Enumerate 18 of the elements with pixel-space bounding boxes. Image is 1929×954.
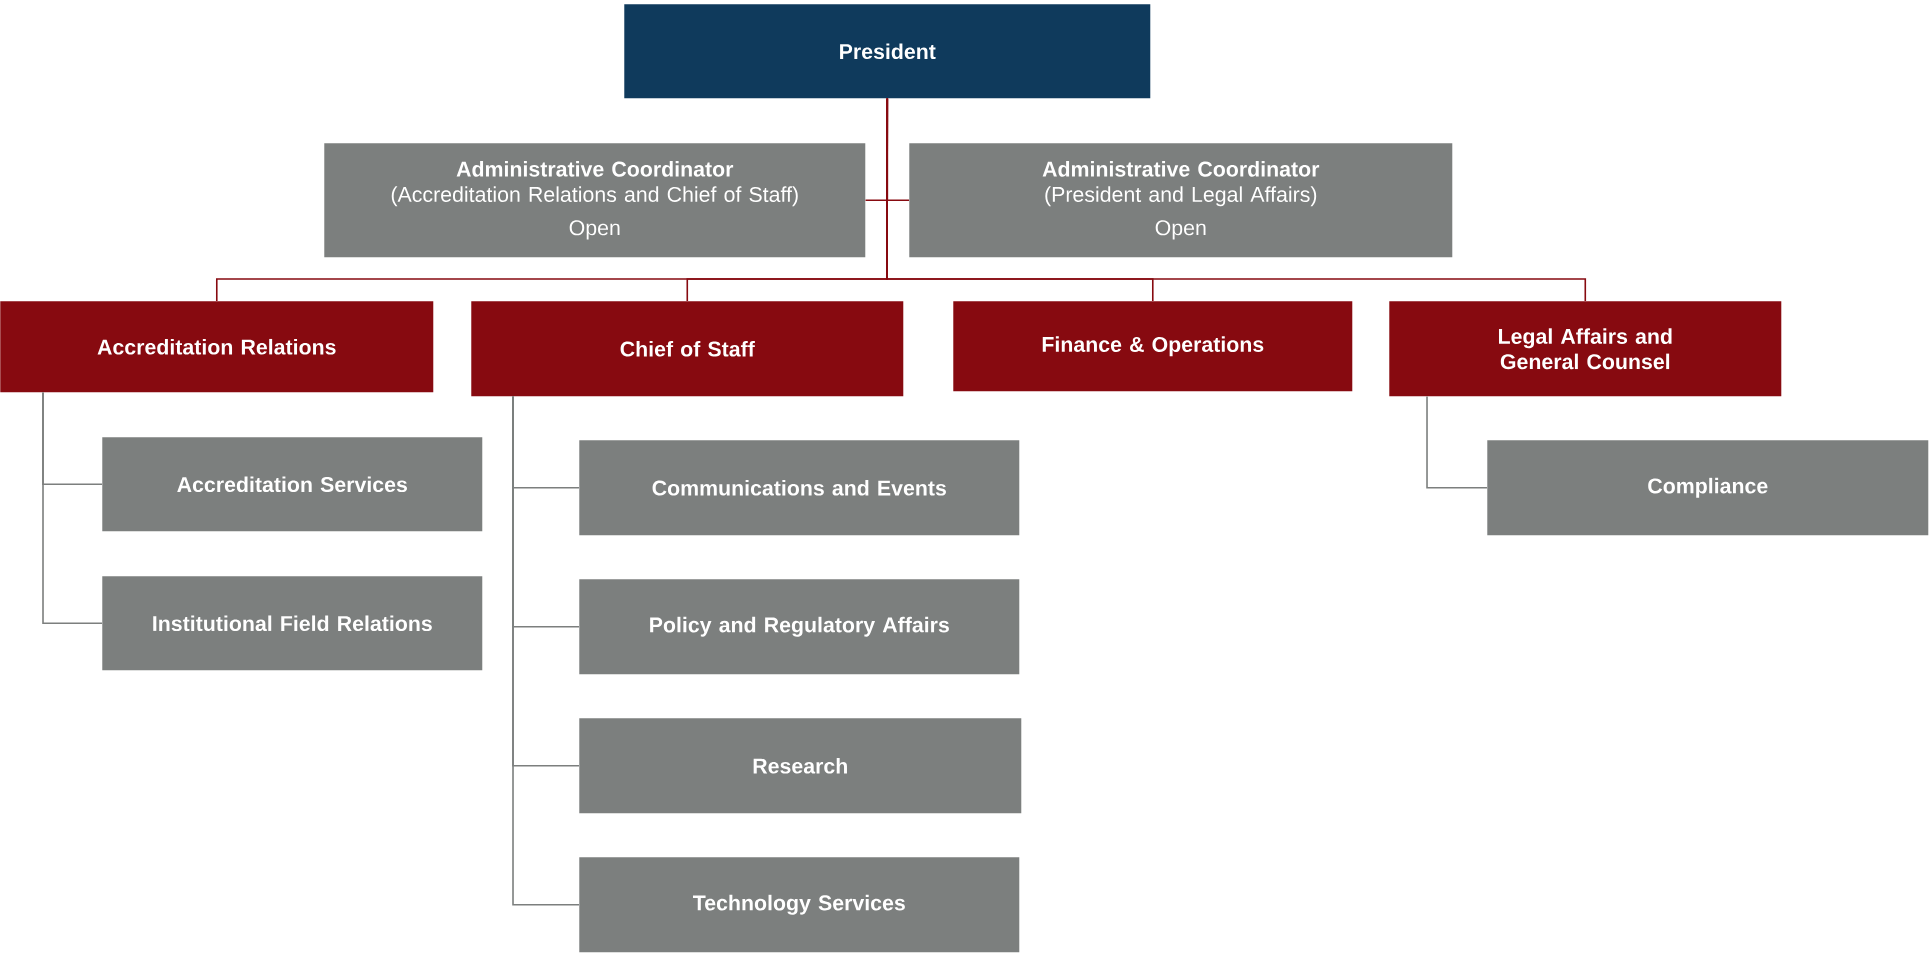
unit-box: Compliance <box>1487 440 1929 536</box>
department-box: Legal Affairs and General Counsel <box>1389 301 1782 397</box>
coordinator-box: Administrative Coordinator (President and Legal Affairs) Open <box>909 143 1453 258</box>
department-box: Accreditation Relations <box>0 301 434 393</box>
connector-line <box>42 391 103 625</box>
unit-box: Technology Services <box>579 857 1020 953</box>
coordinator-box: Administrative Coordinator (Accreditation Relations and Chief of Staff) Open <box>324 143 866 258</box>
unit-box: Institutional Field Relations <box>102 576 483 671</box>
department-box: Finance & Operations <box>953 301 1353 392</box>
connector-line <box>886 97 1587 302</box>
department-box: Chief of Staff <box>471 301 904 397</box>
unit-box: Communications and Events <box>579 440 1020 536</box>
connector-line <box>1426 395 1488 489</box>
unit-box: Policy and Regulatory Affairs <box>579 579 1020 675</box>
unit-box: Accreditation Services <box>102 437 483 532</box>
unit-box: Research <box>579 718 1022 814</box>
connector-line <box>512 395 580 906</box>
president-box: President <box>624 4 1151 99</box>
